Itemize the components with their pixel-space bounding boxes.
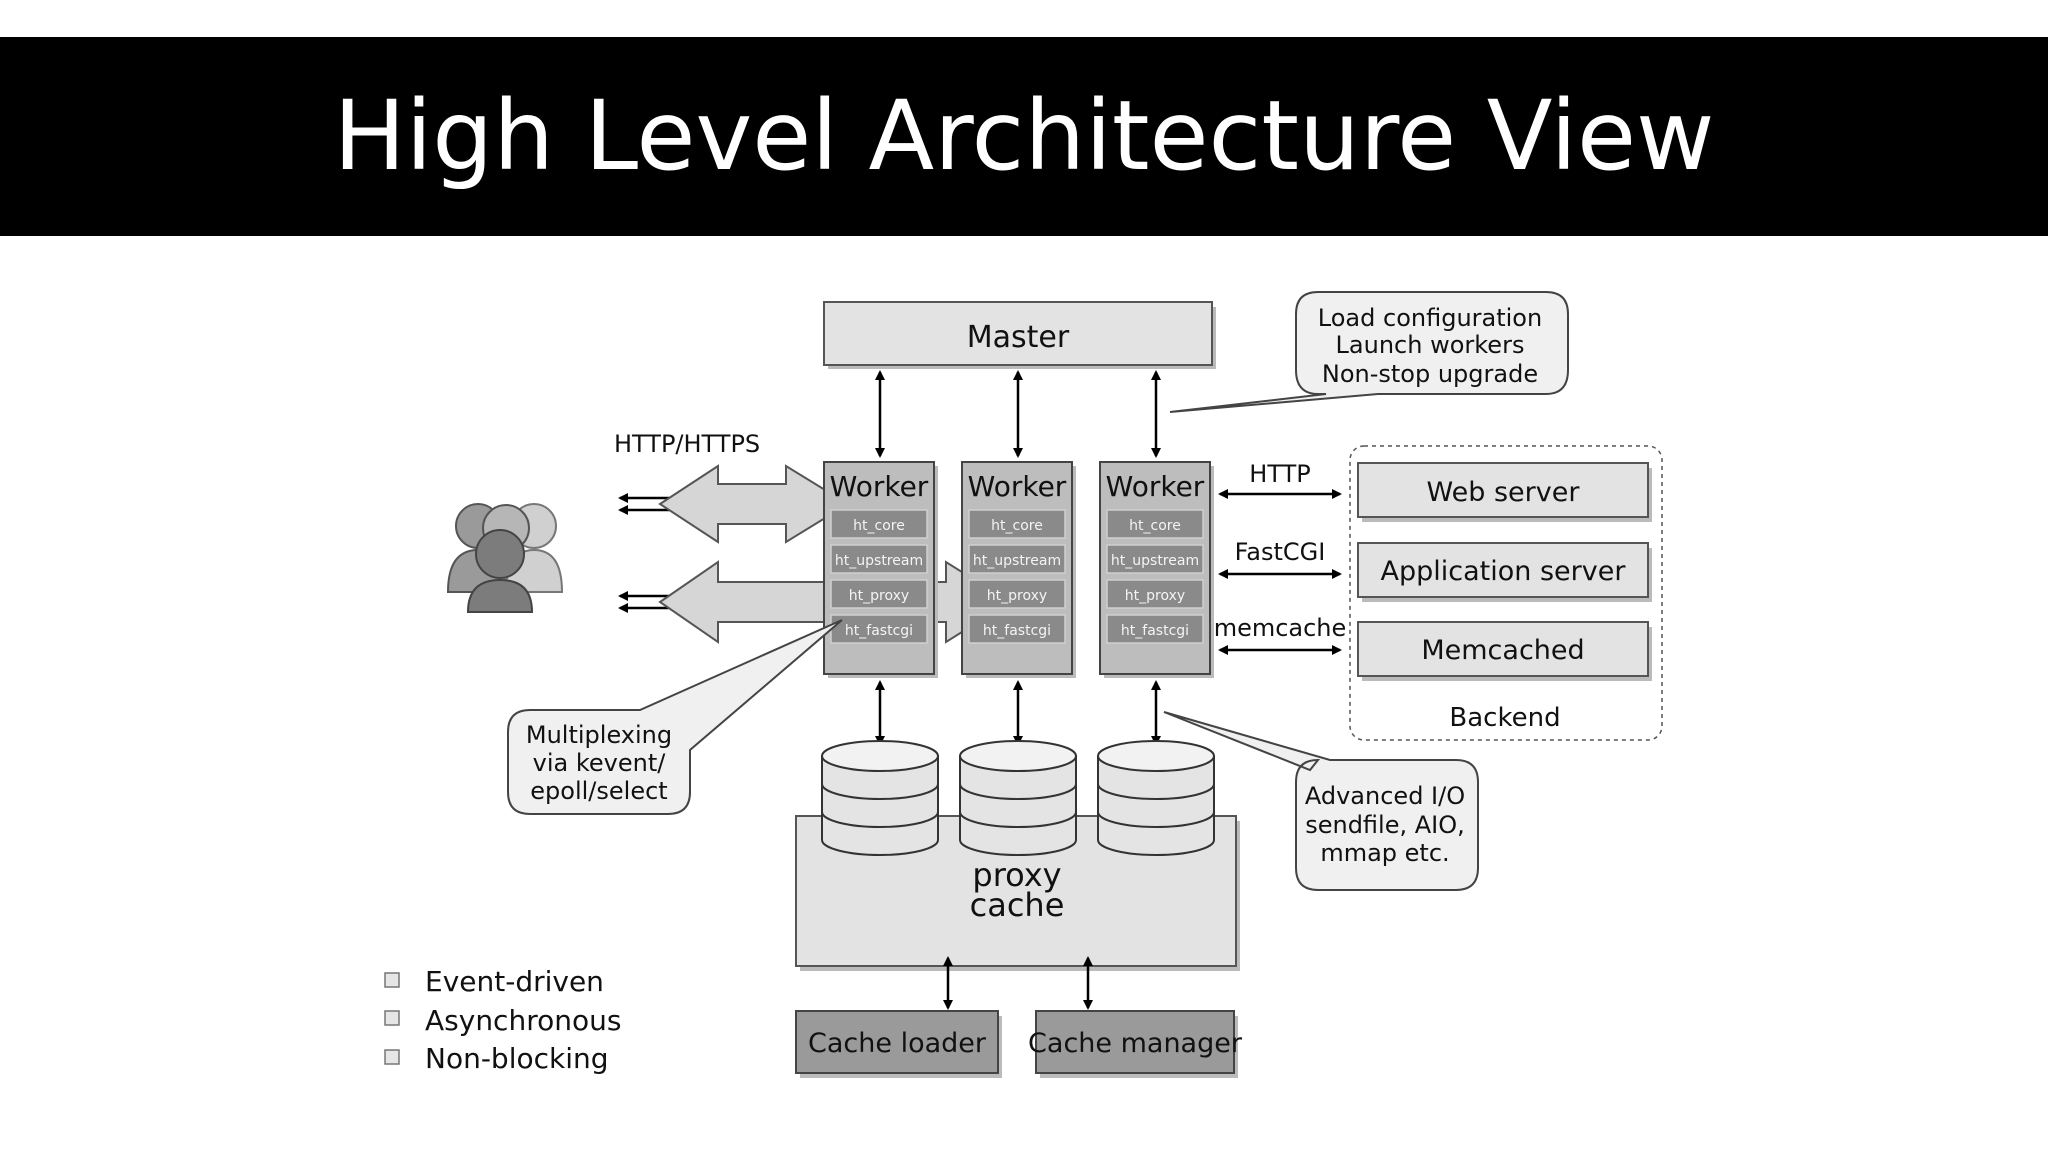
multiplexing-line-1: Multiplexing <box>526 721 672 749</box>
worker-1-module-upstream: ht_upstream <box>835 553 923 569</box>
feature-3-label: Non-blocking <box>425 1042 609 1075</box>
backend-application-server <box>1357 542 1649 598</box>
worker-2-module-core: ht_core <box>991 518 1043 534</box>
master-label: Master <box>967 320 1070 355</box>
advanced-io-line-1: Advanced I/O <box>1305 782 1465 810</box>
backend-group <box>1349 445 1663 741</box>
feature-2-label: Asynchronous <box>425 1004 621 1037</box>
master-tasks-line-2: Launch workers <box>1336 331 1525 359</box>
master-tasks-line-3: Non-stop upgrade <box>1322 360 1538 388</box>
users-icon <box>446 503 564 613</box>
cache-loader-box <box>795 1010 999 1074</box>
protocol-memcache-label: memcache <box>1214 614 1347 642</box>
worker-3: Worker ht_core ht_upstream ht_proxy ht_f… <box>1099 461 1214 678</box>
title-bar: High Level Architecture View <box>0 37 2048 236</box>
worker-3-label: Worker <box>1106 470 1205 503</box>
protocol-http-label: HTTP <box>1249 460 1310 488</box>
master-tasks-callout <box>1169 291 1569 413</box>
worker-3-module-proxy: ht_proxy <box>1125 588 1185 604</box>
multiplex-arrow-1 <box>658 464 850 544</box>
worker-2-label: Worker <box>968 470 1067 503</box>
backend-application-server-label: Application server <box>1381 556 1627 587</box>
master-box <box>823 301 1213 366</box>
worker-1: Worker ht_core ht_upstream ht_proxy ht_f… <box>823 461 938 678</box>
worker-3-module-fastcgi: ht_fastcgi <box>1121 623 1189 639</box>
backend-web-server <box>1357 462 1649 518</box>
worker-3-module-core: ht_core <box>1129 518 1181 534</box>
page-title: High Level Architecture View <box>333 80 1715 192</box>
backend-memcached-label: Memcached <box>1421 635 1584 666</box>
advanced-io-line-2: sendfile, AIO, <box>1305 811 1465 839</box>
advanced-io-line-3: mmap etc. <box>1320 839 1449 867</box>
feature-1-bullet <box>384 972 400 988</box>
feature-2-bullet <box>384 1010 400 1026</box>
worker-2-module-proxy: ht_proxy <box>987 588 1047 604</box>
cache-manager-box <box>1035 1010 1235 1074</box>
protocol-fastcgi-label: FastCGI <box>1235 538 1326 566</box>
cache-manager-label: Cache manager <box>1028 1028 1243 1059</box>
client-protocol-label: HTTP/HTTPS <box>614 430 760 458</box>
advanced-io-callout <box>1163 711 1479 891</box>
backend-label: Backend <box>1449 703 1560 733</box>
backend-memcached <box>1357 621 1649 677</box>
disk-2-icon <box>959 740 1077 856</box>
disk-1-icon <box>821 740 939 856</box>
proxy-cache-line-1: proxy <box>972 856 1061 894</box>
disk-3-icon <box>1097 740 1215 856</box>
feature-3-bullet <box>384 1049 400 1065</box>
multiplexing-callout <box>507 619 843 815</box>
master-tasks-line-1: Load configuration <box>1318 304 1542 332</box>
backend-web-server-label: Web server <box>1427 477 1581 508</box>
worker-1-module-proxy: ht_proxy <box>849 588 909 604</box>
worker-2-module-fastcgi: ht_fastcgi <box>983 623 1051 639</box>
multiplexing-line-3: epoll/select <box>530 777 667 805</box>
multiplexing-line-2: via kevent/ <box>533 749 667 777</box>
worker-1-module-fastcgi: ht_fastcgi <box>845 623 913 639</box>
worker-2: Worker ht_core ht_upstream ht_proxy ht_f… <box>961 461 1076 678</box>
worker-1-module-core: ht_core <box>853 518 905 534</box>
worker-1-label: Worker <box>830 470 929 503</box>
proxy-cache-line-2: cache <box>970 886 1065 924</box>
worker-2-module-upstream: ht_upstream <box>973 553 1061 569</box>
feature-1-label: Event-driven <box>425 965 604 998</box>
worker-3-module-upstream: ht_upstream <box>1111 553 1199 569</box>
cache-loader-label: Cache loader <box>808 1028 987 1059</box>
